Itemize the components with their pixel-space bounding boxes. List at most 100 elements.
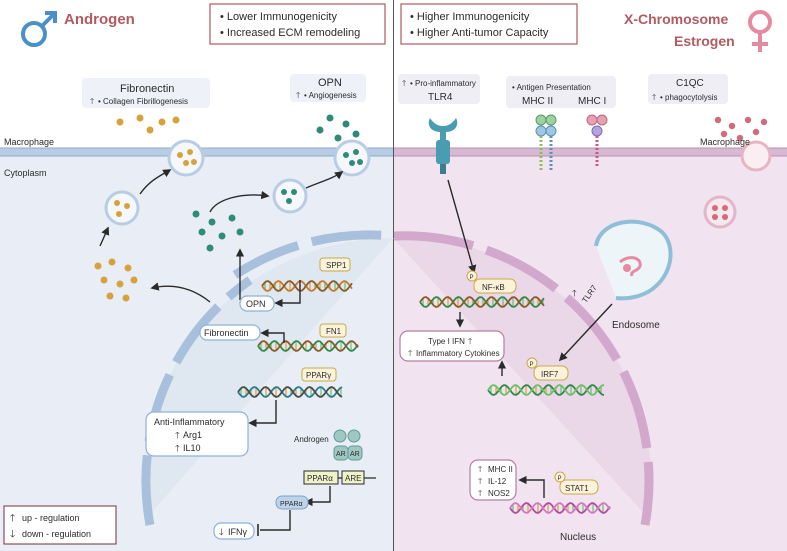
opn-info-box: OPN 🡑 • Angiogenesis: [290, 74, 366, 102]
right-panel-title-line-2: Estrogen: [674, 33, 735, 49]
fibronectin-dots-cytoplasm: [94, 258, 138, 302]
svg-text:MHC II: MHC II: [488, 465, 513, 474]
androgen-receptor-icon: AR AR: [333, 429, 363, 461]
right-summary-line-1: • Higher Immunogenicity: [410, 11, 530, 23]
up-arrow-icon: 🡑: [408, 349, 412, 358]
dna-strand: [419, 296, 545, 308]
svg-text:NOS2: NOS2: [488, 489, 510, 498]
nucleus-label: Nucleus: [560, 532, 596, 543]
up-arrow-icon: 🡑: [478, 465, 482, 474]
mhc-il12-nos2-box: MHC II 🡑 IL-12 🡑 NOS2 🡑: [469, 459, 517, 501]
tlr4-to-nfkb-arrow: [447, 179, 477, 274]
dna-fn1-gene: [257, 340, 359, 352]
up-arrow-icon: 🡑: [296, 91, 300, 100]
svg-text:Inflammatory Cytokines: Inflammatory Cytokines: [416, 349, 500, 358]
left-summary-line-2: • Increased ECM remodeling: [220, 27, 360, 39]
spp1-to-opn-arrow: [274, 280, 301, 308]
c1qc-vesicle: [703, 195, 737, 229]
up-arrow-icon: 🡑: [175, 443, 180, 453]
cytoplasm-label: Cytoplasm: [4, 168, 47, 178]
left-flow-arrows: [99, 169, 344, 303]
tlr4-info-box: 🡑 • Pro-inflammatory TLR4: [398, 74, 480, 104]
svg-text:IL10: IL10: [183, 443, 201, 453]
opn-product-box: OPN: [239, 295, 275, 312]
up-arrow-icon: 🡑: [478, 489, 482, 498]
c1qc-dots: [714, 116, 768, 142]
svg-text:FN1: FN1: [326, 327, 342, 336]
c1qc-info-box: C1QC 🡑 • phagocytolysis: [648, 74, 728, 104]
right-summary-line-2: • Higher Anti-tumor Capacity: [410, 27, 549, 39]
tlr4-receptor-icon: [428, 118, 458, 174]
dna-irf7-gene: [487, 384, 605, 396]
stat1-badge: STAT1 P: [554, 471, 599, 495]
dna-strand: [509, 502, 611, 514]
opn-box-sub: • Angiogenesis: [304, 91, 357, 100]
opn-box-title: OPN: [318, 77, 342, 89]
dna-spp1-gene: [261, 280, 353, 292]
c1qc-receptor-icon: [740, 140, 772, 172]
right-summary-box: • Higher Immunogenicity • Higher Anti-tu…: [400, 3, 578, 45]
tlr7-to-irf7-arrow: [558, 303, 613, 362]
up-arrow-icon: 🡑: [652, 93, 656, 102]
dna-pparg-gene: [237, 386, 343, 398]
svg-text:TLR4: TLR4: [428, 92, 453, 103]
svg-text:MHC II: MHC II: [522, 96, 553, 107]
up-arrow-icon: 🡑: [175, 430, 180, 440]
ppara-protein-badge: PPARα: [275, 495, 309, 510]
svg-text:Arg1: Arg1: [183, 430, 202, 440]
dna-strand: [257, 340, 359, 352]
gene-tag-spp1: SPP1: [319, 257, 351, 272]
fibronectin-info-box: Fibronectin 🡑 • Collagen Fibrillogenesis: [82, 78, 210, 108]
svg-text:P: P: [470, 275, 474, 281]
svg-text:Fibronectin: Fibronectin: [204, 328, 249, 338]
endosome-icon: [594, 219, 673, 301]
up-arrow-icon: 🡑: [10, 513, 15, 524]
stat1-to-mhc-arrow: [518, 475, 545, 498]
svg-text:• Pro-inflammatory: • Pro-inflammatory: [410, 79, 476, 88]
male-symbol-icon: [21, 11, 57, 47]
svg-text:Anti-Inflammatory: Anti-Inflammatory: [154, 417, 225, 427]
dna-strand: [509, 502, 611, 514]
dna-strand: [237, 386, 343, 398]
fibronectin-box-sub: • Collagen Fibrillogenesis: [98, 97, 188, 106]
dna-strand: [419, 296, 545, 308]
up-arrow-icon: 🡑: [478, 477, 482, 486]
svg-text:STAT1: STAT1: [565, 484, 589, 493]
nfkb-badge: NF-κB P: [466, 270, 517, 294]
mhc-i-receptor-icon: [586, 114, 608, 166]
ppara-inhibits-ifn-line: [260, 510, 291, 531]
dna-strand: [261, 280, 353, 292]
anti-inflammatory-box: Anti-Inflammatory 🡑 Arg1 🡑 IL10: [145, 411, 249, 457]
fibronectin-dots-secreted: [116, 114, 180, 134]
up-arrow-icon: 🡑: [402, 79, 406, 88]
svg-text:MHC I: MHC I: [578, 96, 606, 107]
svg-text:NF-κB: NF-κB: [482, 283, 505, 292]
type1-ifn-box: Type I IFN 🡑 🡑 Inflammatory Cytokines: [399, 330, 505, 362]
svg-text:PPARγ: PPARγ: [306, 371, 331, 380]
svg-text:AR: AR: [350, 451, 360, 458]
androgen-label: Androgen: [294, 435, 329, 444]
fn1-to-fibronectin-arrow: [260, 328, 285, 343]
endosome-label: Endosome: [612, 320, 660, 331]
mhc-info-box: • Antigen Presentation MHC II MHC I: [506, 76, 616, 108]
dna-strand: [487, 384, 605, 396]
legend-down-label: down - regulation: [22, 529, 91, 539]
svg-text:C1QC: C1QC: [676, 78, 704, 89]
irf7-badge: IRF7 P: [526, 357, 569, 381]
vesicle-opn-fusing: [333, 139, 371, 177]
svg-text:PPARα: PPARα: [307, 474, 333, 483]
fibronectin-box-title: Fibronectin: [120, 83, 174, 95]
dna-strand: [237, 386, 343, 398]
up-arrow-icon: 🡑: [572, 288, 577, 298]
svg-text:IRF7: IRF7: [541, 370, 559, 379]
right-panel-title-line-1: X-Chromosome: [624, 11, 728, 27]
mhc-ii-receptor-icon: [535, 114, 557, 170]
dna-strand: [261, 280, 353, 292]
macrophage-label-left: Macrophage: [4, 137, 54, 147]
are-box: ARE: [341, 470, 365, 485]
vesicle-fibronectin: [104, 190, 140, 226]
left-panel-title: Androgen: [64, 11, 135, 28]
svg-text:Type I IFN: Type I IFN: [428, 337, 465, 346]
opn-dots-secreted: [316, 114, 360, 142]
